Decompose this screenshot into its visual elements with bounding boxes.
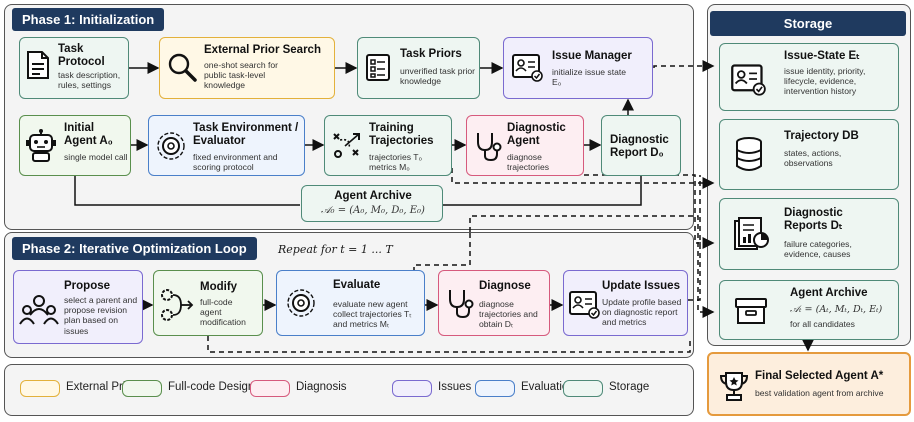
- legend-swatch: [563, 380, 603, 397]
- propose-desc: select a parent and propose revision pla…: [64, 295, 138, 336]
- trophy-icon: [719, 372, 749, 401]
- issue-state-title: Issue-State Eₜ: [784, 50, 860, 62]
- repeat-label: Repeat for t = 1 ... T: [278, 243, 393, 256]
- phase2-title: Phase 2: Iterative Optimization Loop: [12, 237, 257, 260]
- issue-manager-node: Issue Manager initialize issue state E₀: [503, 37, 653, 99]
- evaluate-node: Evaluate evaluate new agent collect traj…: [276, 270, 425, 336]
- external-search-title: External Prior Search: [204, 44, 321, 56]
- update-issues-title: Update Issues: [602, 280, 680, 292]
- task-priors-node: Task Priors unverified task prior knowle…: [357, 37, 480, 99]
- profile-card-icon: [569, 291, 600, 319]
- diagnostic-reports-desc: failure categories, evidence, causes: [784, 239, 852, 260]
- legend-label: Diagnosis: [296, 381, 347, 393]
- final-agent-title: Final Selected Agent A*: [755, 370, 884, 382]
- task-environment-title: Task Environment / Evaluator: [193, 122, 299, 147]
- diagnostic-report-title: Diagnostic Report D₀: [610, 134, 669, 159]
- final-agent-node: Final Selected Agent A* best validation …: [707, 352, 911, 416]
- issue-manager-title: Issue Manager: [552, 50, 632, 62]
- propose-title: Propose: [64, 280, 111, 292]
- evaluate-desc: evaluate new agent collect trajectories …: [333, 299, 412, 330]
- issue-manager-desc: initialize issue state E₀: [552, 67, 627, 88]
- task-environment-node: Task Environment / Evaluator fixed envir…: [148, 115, 305, 176]
- strategy-icon: [333, 133, 360, 158]
- agent-archive-storage-title: Agent Archive: [790, 287, 868, 299]
- external-search-desc: one-shot search for public task-level kn…: [204, 60, 279, 91]
- document-icon: [27, 51, 49, 79]
- diagnose-desc: diagnose trajectories and obtain Dₜ: [479, 299, 538, 330]
- legend-swatch: [250, 380, 290, 397]
- checklist-icon: [366, 54, 390, 81]
- final-agent-desc: best validation agent from archive: [755, 388, 884, 398]
- task-environment-desc: fixed environment and scoring protocol: [193, 152, 278, 173]
- trajectory-db-desc: states, actions, observations: [784, 148, 842, 169]
- legend-swatch: [392, 380, 432, 397]
- update-issues-desc: Update profile based on diagnostic repor…: [602, 297, 682, 328]
- storage-title: Storage: [710, 11, 906, 36]
- evaluate-title: Evaluate: [333, 279, 381, 291]
- task-protocol-node: Task Protocol task description, rules, s…: [19, 37, 129, 99]
- training-trajectories-title: Training Trajectories: [369, 122, 434, 147]
- propose-node: Propose select a parent and propose revi…: [13, 270, 143, 344]
- task-priors-desc: unverified task prior knowledge: [400, 66, 475, 87]
- modify-desc: full-code agent modification: [200, 297, 246, 328]
- diagnostic-agent-desc: diagnose trajectories: [507, 152, 550, 173]
- stethoscope-icon: [477, 133, 502, 162]
- training-trajectories-node: Training Trajectories trajectories T₀ me…: [324, 115, 452, 176]
- task-protocol-title: Task Protocol: [58, 43, 105, 68]
- database-icon: [736, 137, 762, 171]
- profile-card-icon: [731, 64, 766, 96]
- legend-label: Issues: [438, 381, 472, 393]
- trajectory-db-title: Trajectory DB: [784, 130, 859, 142]
- agent-archive-storage-desc: for all candidates: [790, 319, 855, 329]
- trajectory-db-node: Trajectory DB states, actions, observati…: [719, 119, 899, 190]
- modify-title: Modify: [200, 281, 238, 293]
- issue-state-node: Issue-State Eₜ issue identity, priority,…: [719, 43, 899, 111]
- diagnostic-report-node: Diagnostic Report D₀: [601, 115, 681, 176]
- diagnostic-agent-title: Diagnostic Agent: [507, 122, 566, 147]
- gears-flow-icon: [161, 289, 194, 321]
- initial-agent-title: Initial Agent A₀: [64, 122, 113, 147]
- archive-box-icon: [735, 298, 767, 324]
- legend-swatch: [20, 380, 60, 397]
- external-prior-search-node: External Prior Search one-shot search fo…: [159, 37, 335, 99]
- agent-archive-p1-title: Agent Archive: [334, 190, 412, 202]
- gear-icon: [157, 132, 185, 160]
- agent-archive-p1-node: Agent Archive 𝒜₀ = (A₀, M₀, D₀, E₀): [301, 185, 443, 222]
- report-chart-icon: [734, 217, 769, 250]
- phase1-title: Phase 1: Initialization: [12, 8, 165, 31]
- diagnose-node: Diagnose diagnose trajectories and obtai…: [438, 270, 550, 336]
- legend-label: Full-code Design: [168, 381, 255, 393]
- team-icon: [19, 295, 59, 325]
- task-priors-title: Task Priors: [400, 48, 462, 60]
- diagnose-title: Diagnose: [479, 280, 531, 292]
- legend-label: Storage: [609, 381, 650, 393]
- profile-card-icon: [512, 54, 543, 82]
- robot-icon: [26, 129, 56, 162]
- diagnostic-reports-title: Diagnostic Reports Dₜ: [784, 207, 843, 232]
- gear-icon: [287, 289, 315, 317]
- diagnostic-agent-node: Diagnostic Agent diagnose trajectories: [466, 115, 584, 176]
- legend-label: External Prior: [66, 381, 136, 393]
- stethoscope-icon: [449, 290, 474, 319]
- modify-node: Modify full-code agent modification: [153, 270, 263, 336]
- training-trajectories-desc: trajectories T₀ metrics M₀: [369, 152, 423, 173]
- agent-archive-storage-node: Agent Archive 𝒜ₜ = (Aₜ, Mₜ, Dₜ, Eₜ) for …: [719, 280, 899, 340]
- legend-label: Evaluation: [521, 381, 575, 393]
- update-issues-node: Update Issues Update profile based on di…: [563, 270, 688, 336]
- search-icon: [168, 53, 197, 82]
- diagnostic-reports-node: Diagnostic Reports Dₜ failure categories…: [719, 198, 899, 270]
- initial-agent-desc: single model call: [64, 152, 128, 162]
- legend-swatch: [122, 380, 162, 397]
- agent-archive-p1-formula: 𝒜₀ = (A₀, M₀, D₀, E₀): [321, 205, 425, 216]
- legend-swatch: [475, 380, 515, 397]
- agent-archive-storage-formula: 𝒜ₜ = (Aₜ, Mₜ, Dₜ, Eₜ): [790, 304, 883, 315]
- issue-state-desc: issue identity, priority, lifecycle, evi…: [784, 66, 866, 97]
- task-protocol-desc: task description, rules, settings: [58, 70, 121, 91]
- initial-agent-node: Initial Agent A₀ single model call: [19, 115, 131, 176]
